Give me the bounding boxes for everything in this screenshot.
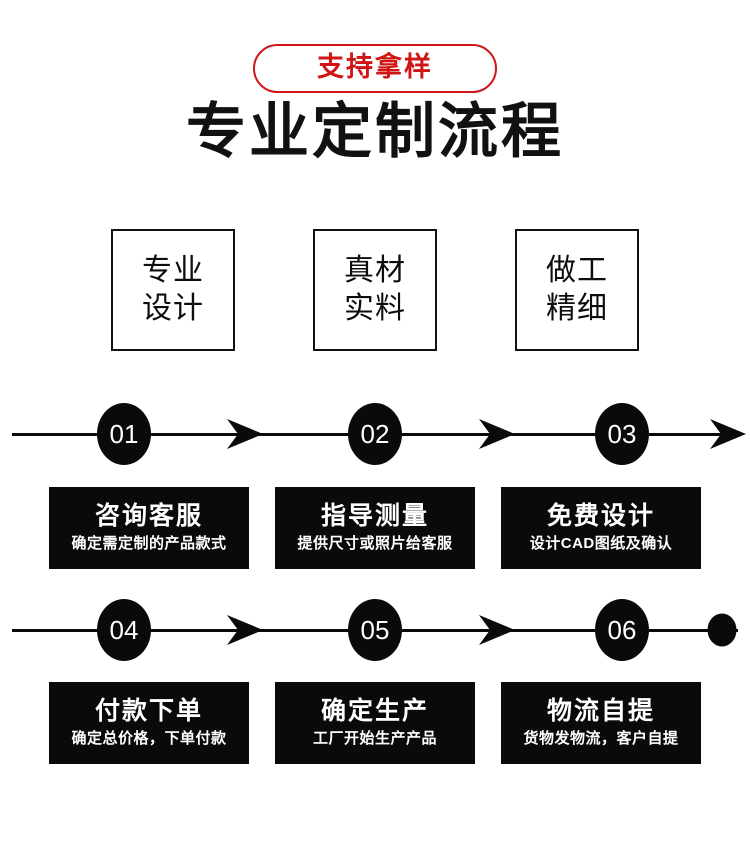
flow-track-row-1: 01 02 03 bbox=[0, 398, 750, 470]
step-title: 指导测量 bbox=[320, 502, 429, 531]
flow-end-dot-icon bbox=[707, 613, 737, 647]
step-title: 免费设计 bbox=[546, 502, 655, 531]
arrow-right-icon bbox=[477, 613, 517, 647]
feature-line-1: 真材 bbox=[344, 253, 406, 287]
arrow-right-icon bbox=[477, 417, 517, 451]
feature-line-2: 设计 bbox=[142, 292, 204, 325]
step-card-04: 付款下单 确定总价格，下单付款 bbox=[49, 682, 249, 764]
step-subtitle: 确定总价格，下单付款 bbox=[71, 730, 227, 748]
feature-box-craft: 做工 精细 bbox=[515, 229, 639, 351]
step-node-01: 01 bbox=[97, 403, 151, 465]
step-card-03: 免费设计 设计CAD图纸及确认 bbox=[501, 487, 701, 569]
step-title: 物流自提 bbox=[546, 697, 655, 726]
flow-track: 01 02 03 bbox=[0, 398, 750, 470]
step-node-02: 02 bbox=[348, 403, 402, 465]
step-subtitle: 货物发物流，客户自提 bbox=[523, 730, 679, 748]
arrow-right-icon bbox=[225, 417, 265, 451]
flow-track-row-2: 04 05 06 bbox=[0, 594, 750, 666]
step-node-06: 06 bbox=[595, 599, 649, 661]
step-title: 确定生产 bbox=[320, 697, 429, 726]
step-subtitle: 设计CAD图纸及确认 bbox=[529, 535, 673, 553]
page-title: 专业定制流程 bbox=[186, 98, 564, 165]
step-subtitle: 确定需定制的产品款式 bbox=[71, 535, 227, 553]
step-card-01: 咨询客服 确定需定制的产品款式 bbox=[49, 487, 249, 569]
support-sampling-badge: 支持拿样 bbox=[253, 44, 497, 94]
feature-line-2: 实料 bbox=[344, 292, 406, 325]
feature-line-1: 做工 bbox=[546, 253, 608, 287]
step-node-03: 03 bbox=[595, 403, 649, 465]
feature-box-material: 真材 实料 bbox=[313, 229, 437, 351]
step-node-05: 05 bbox=[348, 599, 402, 661]
arrow-right-icon bbox=[225, 613, 265, 647]
step-card-02: 指导测量 提供尺寸或照片给客服 bbox=[275, 487, 475, 569]
step-title: 付款下单 bbox=[94, 697, 203, 726]
flow-track: 04 05 06 bbox=[0, 594, 750, 666]
feature-line-1: 专业 bbox=[142, 253, 204, 287]
step-subtitle: 提供尺寸或照片给客服 bbox=[297, 535, 453, 553]
step-node-04: 04 bbox=[97, 599, 151, 661]
step-card-06: 物流自提 货物发物流，客户自提 bbox=[501, 682, 701, 764]
feature-line-2: 精细 bbox=[546, 292, 608, 325]
feature-box-design: 专业 设计 bbox=[111, 229, 235, 351]
step-card-05: 确定生产 工厂开始生产产品 bbox=[275, 682, 475, 764]
step-title: 咨询客服 bbox=[94, 502, 203, 531]
step-subtitle: 工厂开始生产产品 bbox=[312, 730, 437, 748]
step-caption-group-row-2: 付款下单 确定总价格，下单付款 确定生产 工厂开始生产产品 物流自提 货物发物流… bbox=[0, 682, 750, 764]
arrow-right-end-icon bbox=[708, 417, 748, 451]
feature-box-group: 专业 设计 真材 实料 做工 精细 bbox=[0, 229, 750, 351]
badge-container: 支持拿样 bbox=[0, 44, 750, 94]
step-caption-group-row-1: 咨询客服 确定需定制的产品款式 指导测量 提供尺寸或照片给客服 免费设计 设计C… bbox=[0, 487, 750, 569]
